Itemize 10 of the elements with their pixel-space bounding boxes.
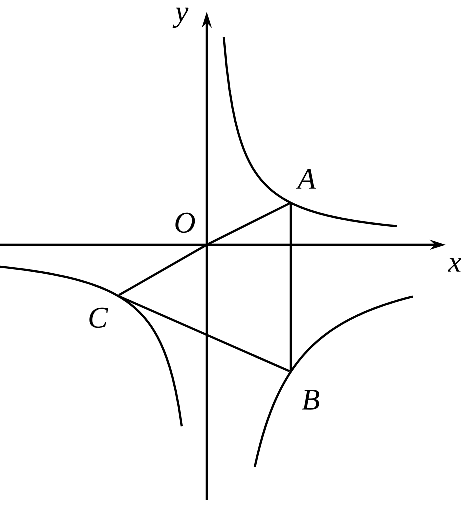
point-label: C [90,308,108,328]
line-segment [118,295,290,373]
point-label: B [302,390,320,410]
axis-label: x [448,258,462,272]
line-segment [290,204,292,371]
point-label: O [176,212,196,234]
line-segment [208,202,290,246]
line-segment [118,244,206,296]
point-label: A [296,169,316,189]
axis-label: y [172,8,189,28]
